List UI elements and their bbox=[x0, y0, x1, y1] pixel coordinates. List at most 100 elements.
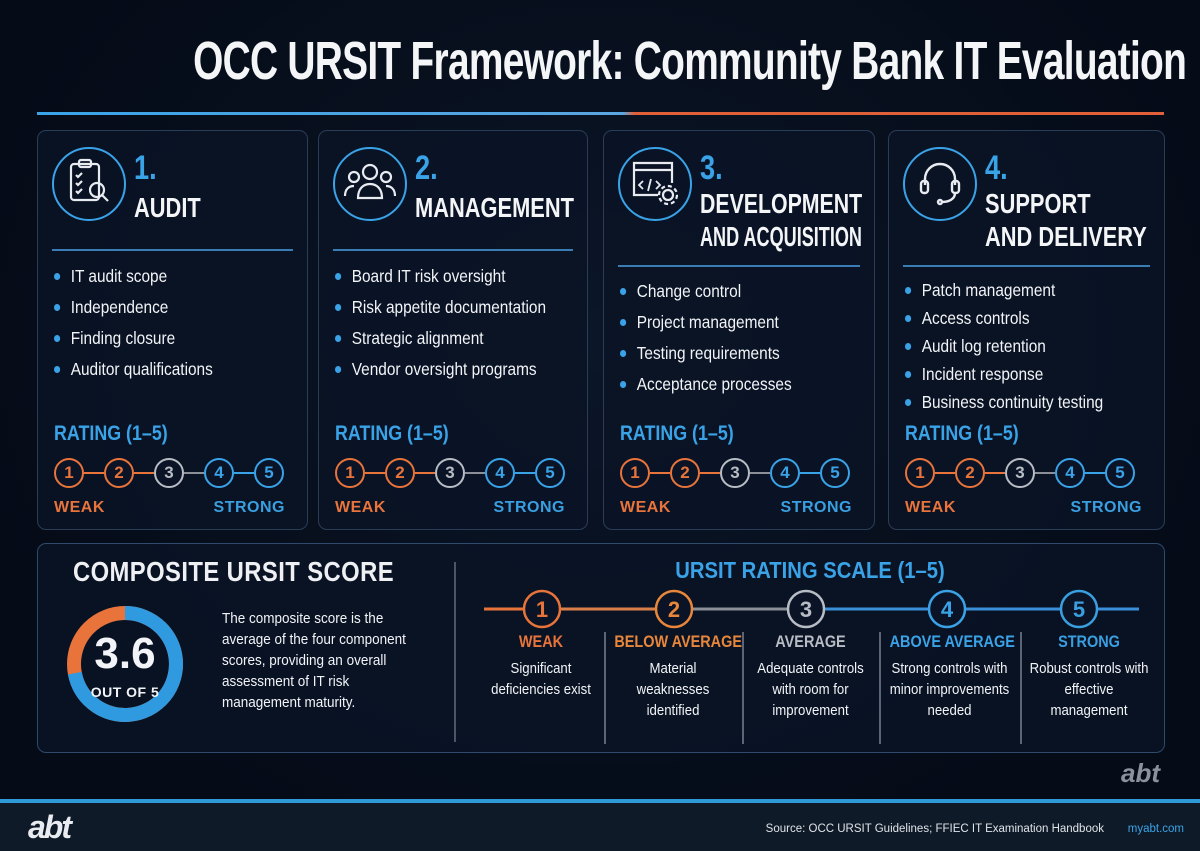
criteria-item: Board IT risk oversight bbox=[335, 261, 546, 292]
source-note: Source: OCC URSIT Guidelines; FFIEC IT E… bbox=[765, 823, 1104, 835]
bullet-icon bbox=[54, 273, 61, 280]
criteria-item: IT audit scope bbox=[54, 261, 213, 292]
scale-level-description: Adequate controls with room for improvem… bbox=[757, 660, 864, 719]
component-number: 3. bbox=[700, 149, 723, 187]
rating-connector bbox=[515, 472, 535, 474]
criteria-item: Access controls bbox=[905, 304, 1103, 332]
criteria-item: Testing requirements bbox=[620, 338, 792, 369]
rating-connector bbox=[465, 472, 485, 474]
footer: abt Source: OCC URSIT Guidelines; FFIEC … bbox=[0, 803, 1200, 851]
rating-step-4[interactable]: 4 bbox=[485, 458, 515, 488]
component-title: AND DELIVERY bbox=[985, 221, 1147, 252]
rating-connector bbox=[800, 472, 820, 474]
weak-label: WEAK bbox=[54, 499, 105, 516]
scale-level-name: AVERAGE bbox=[775, 632, 846, 651]
rating-label: RATING (1–5) bbox=[905, 422, 1019, 445]
scale-level-description: Strong controls with minor improvements … bbox=[889, 660, 1010, 719]
component-title: AUDIT bbox=[134, 192, 201, 223]
watermark-logo: abt bbox=[1121, 758, 1160, 788]
rating-step-2[interactable]: 2 bbox=[955, 458, 985, 488]
strong-label: STRONG bbox=[1070, 499, 1142, 516]
rating-step-1[interactable]: 1 bbox=[54, 458, 84, 488]
rating-step-1[interactable]: 1 bbox=[335, 458, 365, 488]
composite-panel: COMPOSITE URSIT SCORE 3.6 OUT OF 5 The c… bbox=[37, 543, 1165, 753]
component-title: AND ACQUISITION bbox=[700, 221, 862, 252]
scale-column-divider bbox=[1020, 632, 1022, 744]
bullet-icon bbox=[335, 273, 342, 280]
scale-level-name: WEAK bbox=[518, 632, 564, 651]
scale-step-number: 1 bbox=[536, 597, 548, 622]
rating-step-1[interactable]: 1 bbox=[620, 458, 650, 488]
rating-step-5[interactable]: 5 bbox=[254, 458, 284, 488]
rating-step-3[interactable]: 3 bbox=[435, 458, 465, 488]
rating-connector bbox=[134, 472, 154, 474]
rating-step-2[interactable]: 2 bbox=[385, 458, 415, 488]
composite-score-out-of: OUT OF 5 bbox=[90, 684, 160, 700]
scale-step-circle-3 bbox=[786, 589, 826, 629]
rating-connector bbox=[700, 472, 720, 474]
composite-score-value: 3.6 bbox=[94, 629, 156, 678]
icon-badge bbox=[903, 147, 977, 221]
bullet-icon bbox=[54, 335, 61, 342]
rating-connector bbox=[184, 472, 204, 474]
scale-column-divider bbox=[879, 632, 881, 744]
weak-label: WEAK bbox=[905, 499, 956, 516]
rating-step-4[interactable]: 4 bbox=[770, 458, 800, 488]
icon-badge bbox=[52, 147, 126, 221]
component-title: MANAGEMENT bbox=[415, 192, 574, 223]
bullet-icon bbox=[905, 286, 912, 294]
rating-step-5[interactable]: 5 bbox=[1105, 458, 1135, 488]
rating-step-3[interactable]: 3 bbox=[154, 458, 184, 488]
rating-step-3[interactable]: 3 bbox=[1005, 458, 1035, 488]
composite-description: The composite score is the average of th… bbox=[222, 610, 406, 711]
rating-connector bbox=[415, 472, 435, 474]
rating-connector bbox=[750, 472, 770, 474]
rating-step-4[interactable]: 4 bbox=[1055, 458, 1085, 488]
rating-step-5[interactable]: 5 bbox=[535, 458, 565, 488]
rating-step-2[interactable]: 2 bbox=[670, 458, 700, 488]
bullet-icon bbox=[620, 381, 627, 388]
bullet-icon bbox=[905, 314, 912, 322]
rating-step-4[interactable]: 4 bbox=[204, 458, 234, 488]
scale-column-divider bbox=[742, 632, 744, 744]
criteria-item: Strategic alignment bbox=[335, 323, 546, 354]
rating-connector bbox=[84, 472, 104, 474]
rating-connector bbox=[1035, 472, 1055, 474]
criteria-item: Finding closure bbox=[54, 323, 213, 354]
rating-connector bbox=[234, 472, 254, 474]
donut-score-arc bbox=[67, 606, 183, 722]
card-divider bbox=[618, 265, 860, 267]
component-title: DEVELOPMENT bbox=[700, 188, 863, 219]
scale-level-1: WEAK Significant deficiencies exist bbox=[478, 632, 604, 700]
scale-step-number: 2 bbox=[668, 597, 680, 622]
strong-label: STRONG bbox=[493, 499, 565, 516]
weak-label: WEAK bbox=[620, 499, 671, 516]
criteria-item: Vendor oversight programs bbox=[335, 354, 546, 385]
scale-level-name: STRONG bbox=[1058, 632, 1120, 651]
card-divider bbox=[52, 249, 293, 251]
scale-step-number: 5 bbox=[1073, 597, 1085, 622]
rating-label: RATING (1–5) bbox=[335, 422, 449, 445]
scale-step-circle-2 bbox=[654, 589, 694, 629]
rating-step-5[interactable]: 5 bbox=[820, 458, 850, 488]
rating-step-3[interactable]: 3 bbox=[720, 458, 750, 488]
strong-label: STRONG bbox=[213, 499, 285, 516]
bullet-icon bbox=[620, 350, 627, 357]
bullet-icon bbox=[620, 319, 627, 326]
bullet-icon bbox=[620, 288, 627, 295]
scale-level-description: Significant deficiencies exist bbox=[491, 660, 591, 698]
rating-step-1[interactable]: 1 bbox=[905, 458, 935, 488]
bullet-icon bbox=[335, 366, 342, 373]
website-link[interactable]: myabt.com bbox=[1127, 823, 1184, 835]
code-window-gear-icon bbox=[628, 157, 682, 212]
rating-step-2[interactable]: 2 bbox=[104, 458, 134, 488]
rating-connector bbox=[650, 472, 670, 474]
